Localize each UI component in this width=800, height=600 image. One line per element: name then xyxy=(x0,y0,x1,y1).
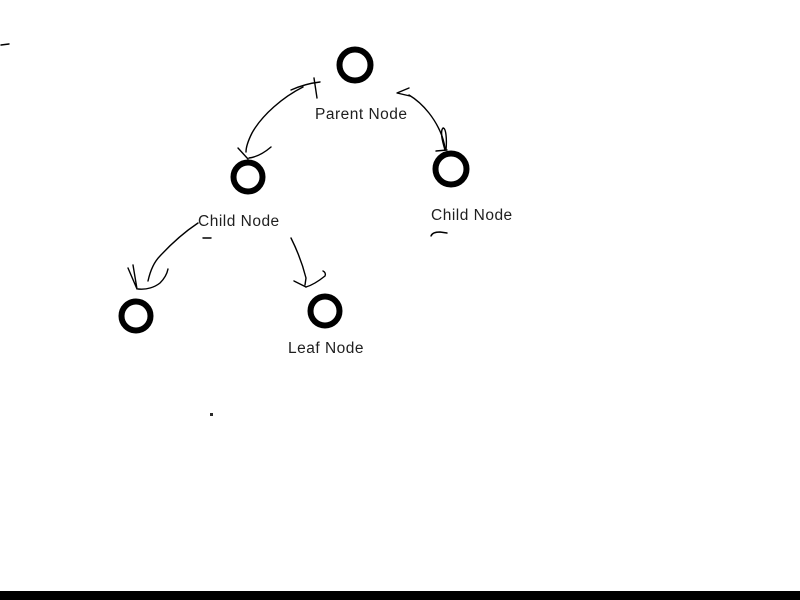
edge-child-left-leaf-right xyxy=(290,237,327,288)
edge-parent-child-left xyxy=(237,77,321,160)
node-label-leaf-right: Leaf Node xyxy=(288,340,365,357)
dash-under-child-right xyxy=(430,231,448,237)
node-circle-parent xyxy=(336,46,374,84)
bottom-bar xyxy=(0,591,800,600)
stray-marks xyxy=(0,43,448,239)
node-circle-child-right xyxy=(432,150,470,188)
node-label-child-right: Child Node xyxy=(431,207,513,224)
node-label-child-left: Child Node xyxy=(198,213,280,230)
edge-child-left-leaf-left xyxy=(127,222,199,290)
stray-dot xyxy=(210,413,213,416)
node-circle-leaf-right xyxy=(307,293,343,329)
node-circle-leaf-left xyxy=(118,298,154,334)
node-circle-child-left xyxy=(230,159,266,195)
dash-top-left xyxy=(0,43,10,46)
node-label-parent: Parent Node xyxy=(315,106,408,123)
edge-child-right-parent xyxy=(396,87,448,152)
